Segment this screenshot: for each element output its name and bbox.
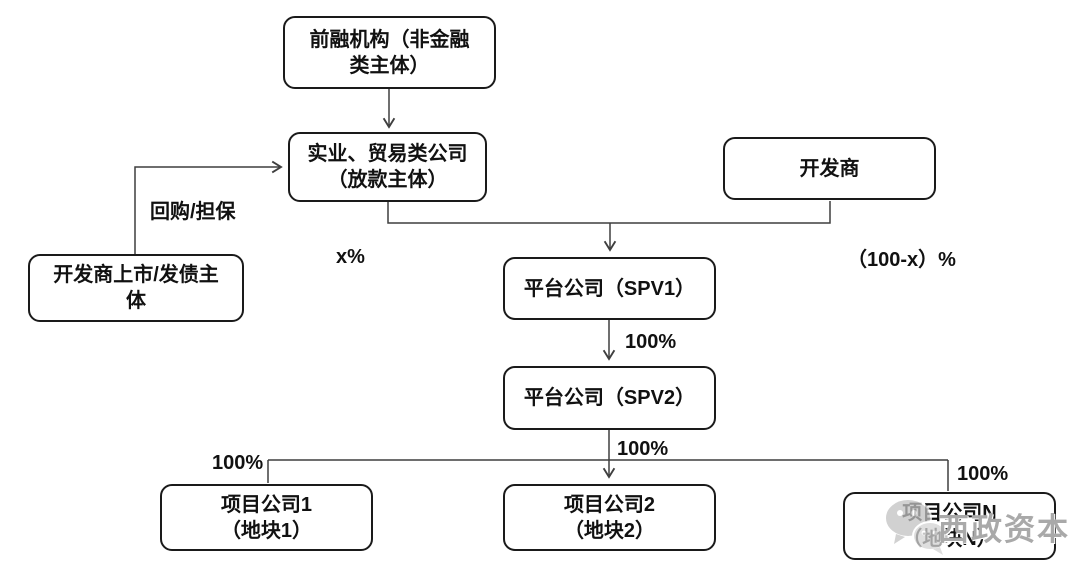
node-developer-listed-entity: 开发商上市/发债主 体 — [28, 254, 244, 322]
node-project1: 项目公司1 （地块1） — [160, 484, 373, 551]
edge-joint-bar — [387, 201, 831, 224]
label-repurchase-guarantee: 回购/担保 — [150, 201, 236, 223]
edge-listed-to-lending — [134, 160, 283, 254]
label-spv1-spv2-100pct: 100% — [625, 331, 677, 353]
node-developer: 开发商 — [723, 137, 936, 200]
label-projectN-100pct: 100% — [957, 463, 1009, 485]
node-projectN: 项目公司N （地块N） — [843, 492, 1056, 560]
node-spv2: 平台公司（SPV2） — [503, 366, 716, 430]
node-pre-financing: 前融机构（非金融 类主体） — [283, 16, 496, 89]
node-spv1: 平台公司（SPV1） — [503, 257, 716, 320]
label-project1-100pct: 100% — [212, 452, 264, 474]
node-project2: 项目公司2 （地块2） — [503, 484, 716, 551]
node-lending-company: 实业、贸易类公司 （放款主体） — [288, 132, 487, 202]
label-100-minus-x-percent: （100-x）% — [847, 249, 956, 271]
label-x-percent: x% — [336, 246, 365, 268]
label-project2-100pct: 100% — [617, 438, 669, 460]
